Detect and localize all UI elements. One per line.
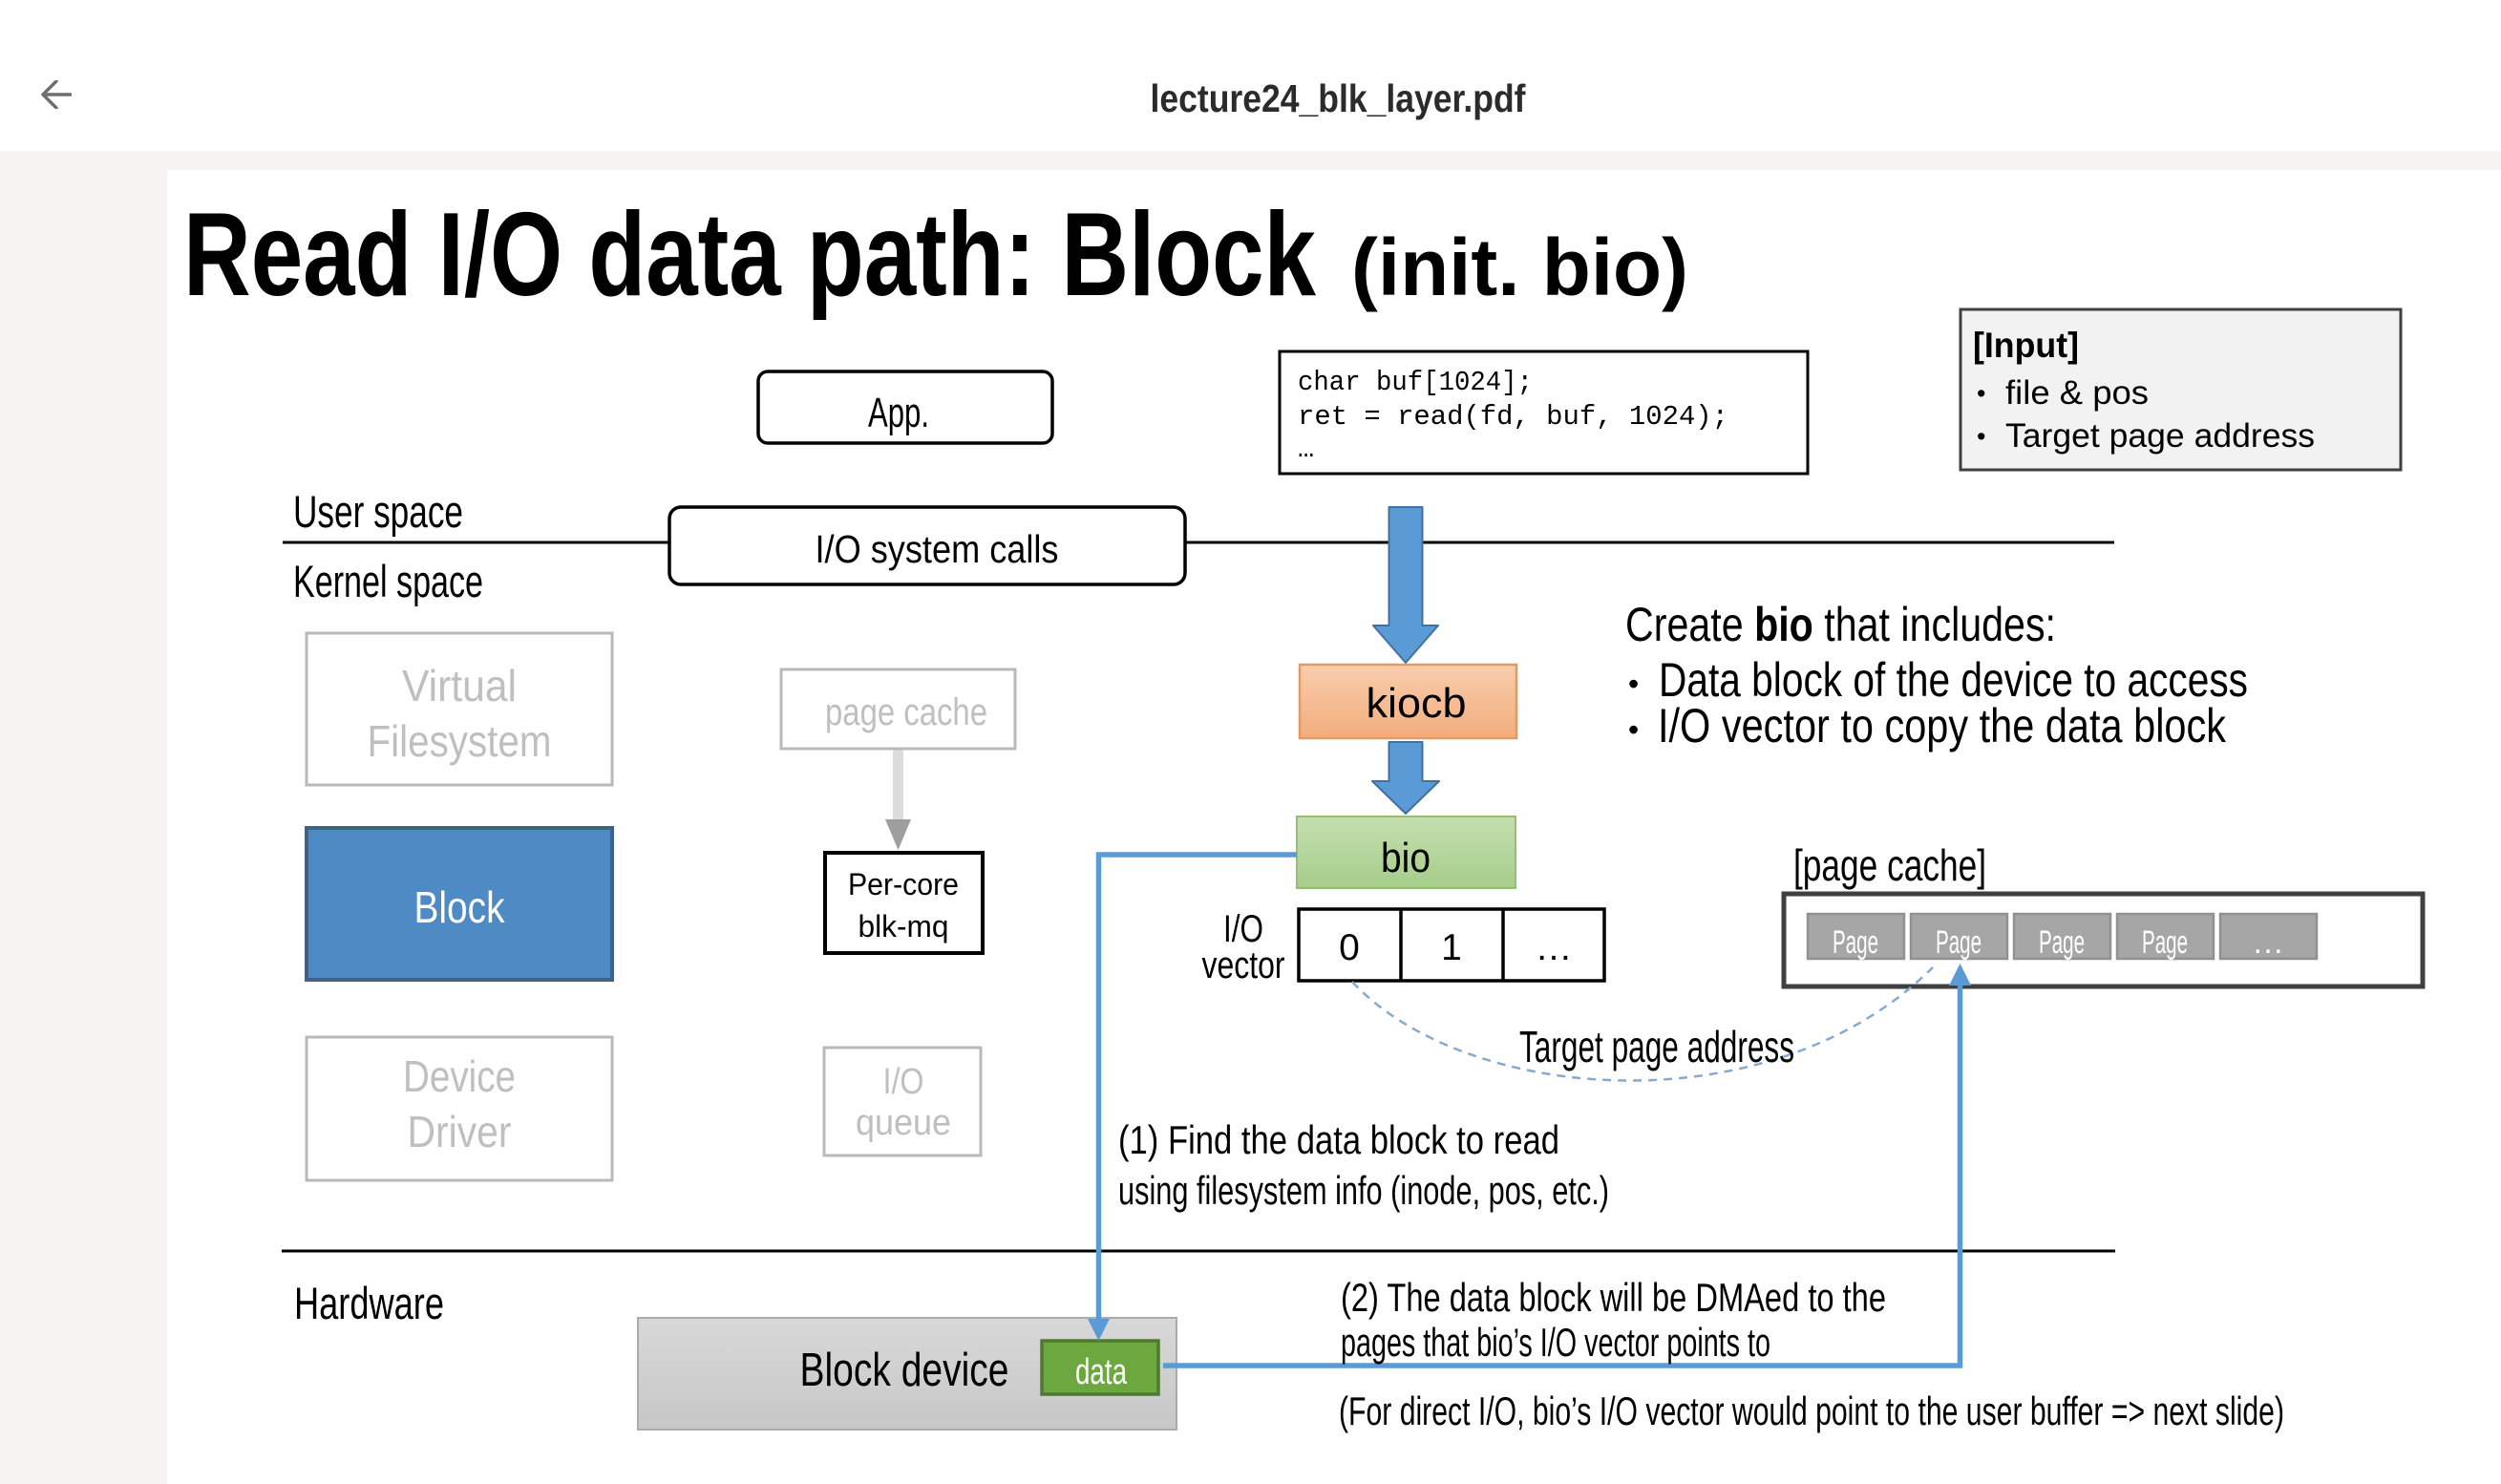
svg-text:•: • [1628,667,1639,701]
svg-text:•: • [1977,379,1985,408]
svg-text:page cache: page cache [825,691,987,733]
svg-text:I/O: I/O [883,1062,924,1102]
svg-text:Driver: Driver [408,1107,512,1156]
svg-text:App.: App. [868,390,929,436]
svg-text:I/O vector to copy the data bl: I/O vector to copy the data block [1658,699,2227,753]
svg-text:Filesystem: Filesystem [368,716,552,766]
svg-text:lecture24_blk_layer.pdf: lecture24_blk_layer.pdf [1151,76,1526,120]
svg-text:…: … [1298,434,1314,465]
svg-text:data: data [1075,1352,1128,1392]
svg-text:Data block of the device to ac: Data block of the device to access [1659,653,2248,707]
svg-text:Page: Page [2142,924,2188,961]
svg-text:bio: bio [1381,835,1431,881]
svg-text:…: … [2252,924,2284,961]
svg-text:•: • [1977,422,1985,451]
svg-text:Block: Block [414,882,506,932]
svg-text:[page cache]: [page cache] [1793,840,1986,890]
svg-text:vector: vector [1202,944,1285,986]
svg-text:char buf[1024];: char buf[1024]; [1298,367,1533,398]
svg-text:1: 1 [1441,927,1462,968]
svg-text:(For direct I/O, bio’s I/O vec: (For direct I/O, bio’s I/O vector would … [1339,1389,2284,1433]
svg-text:kiocb: kiocb [1367,680,1467,727]
svg-text:queue: queue [856,1103,951,1143]
svg-text:User space: User space [293,486,463,537]
svg-text:Read I/O data path: Block: Read I/O data path: Block [183,189,1317,321]
svg-text:Page: Page [2039,924,2085,961]
svg-text:(init. bio): (init. bio) [1351,223,1688,312]
svg-text:Hardware: Hardware [294,1278,444,1328]
svg-text:Kernel space: Kernel space [293,556,483,606]
svg-text:0: 0 [1339,927,1360,968]
svg-text:I/O system calls: I/O system calls [816,527,1059,571]
svg-text:Virtual: Virtual [402,661,517,710]
svg-text:Device: Device [403,1051,516,1101]
svg-text:I/O: I/O [1223,908,1263,950]
svg-text:(1) Find the data block to rea: (1) Find the data block to read [1118,1117,1559,1162]
svg-text:[Input]: [Input] [1973,326,2079,365]
svg-text:ret = read(fd, buf, 1024);: ret = read(fd, buf, 1024); [1298,401,1728,433]
svg-text:Target page address: Target page address [1519,1022,1794,1071]
svg-text:(2) The data block will be DMA: (2) The data block will be DMAed to the [1341,1275,1886,1320]
svg-text:Block device: Block device [800,1345,1009,1396]
svg-text:file & pos: file & pos [2005,374,2149,412]
svg-text:Target page address: Target page address [2005,417,2315,455]
svg-text:pages that bio’s I/O vector po: pages that bio’s I/O vector points to [1341,1320,1770,1365]
svg-text:blk-mq: blk-mq [858,909,949,943]
svg-text:•: • [1628,712,1639,747]
svg-text:Create bio that includes:: Create bio that includes: [1625,598,2056,651]
svg-text:using filesystem info (inode,: using filesystem info (inode, pos, etc.) [1118,1168,1609,1213]
svg-text:Page: Page [1833,924,1878,961]
svg-text:Page: Page [1936,924,1982,961]
svg-text:Per-core: Per-core [848,867,959,901]
svg-text:…: … [1536,927,1573,968]
